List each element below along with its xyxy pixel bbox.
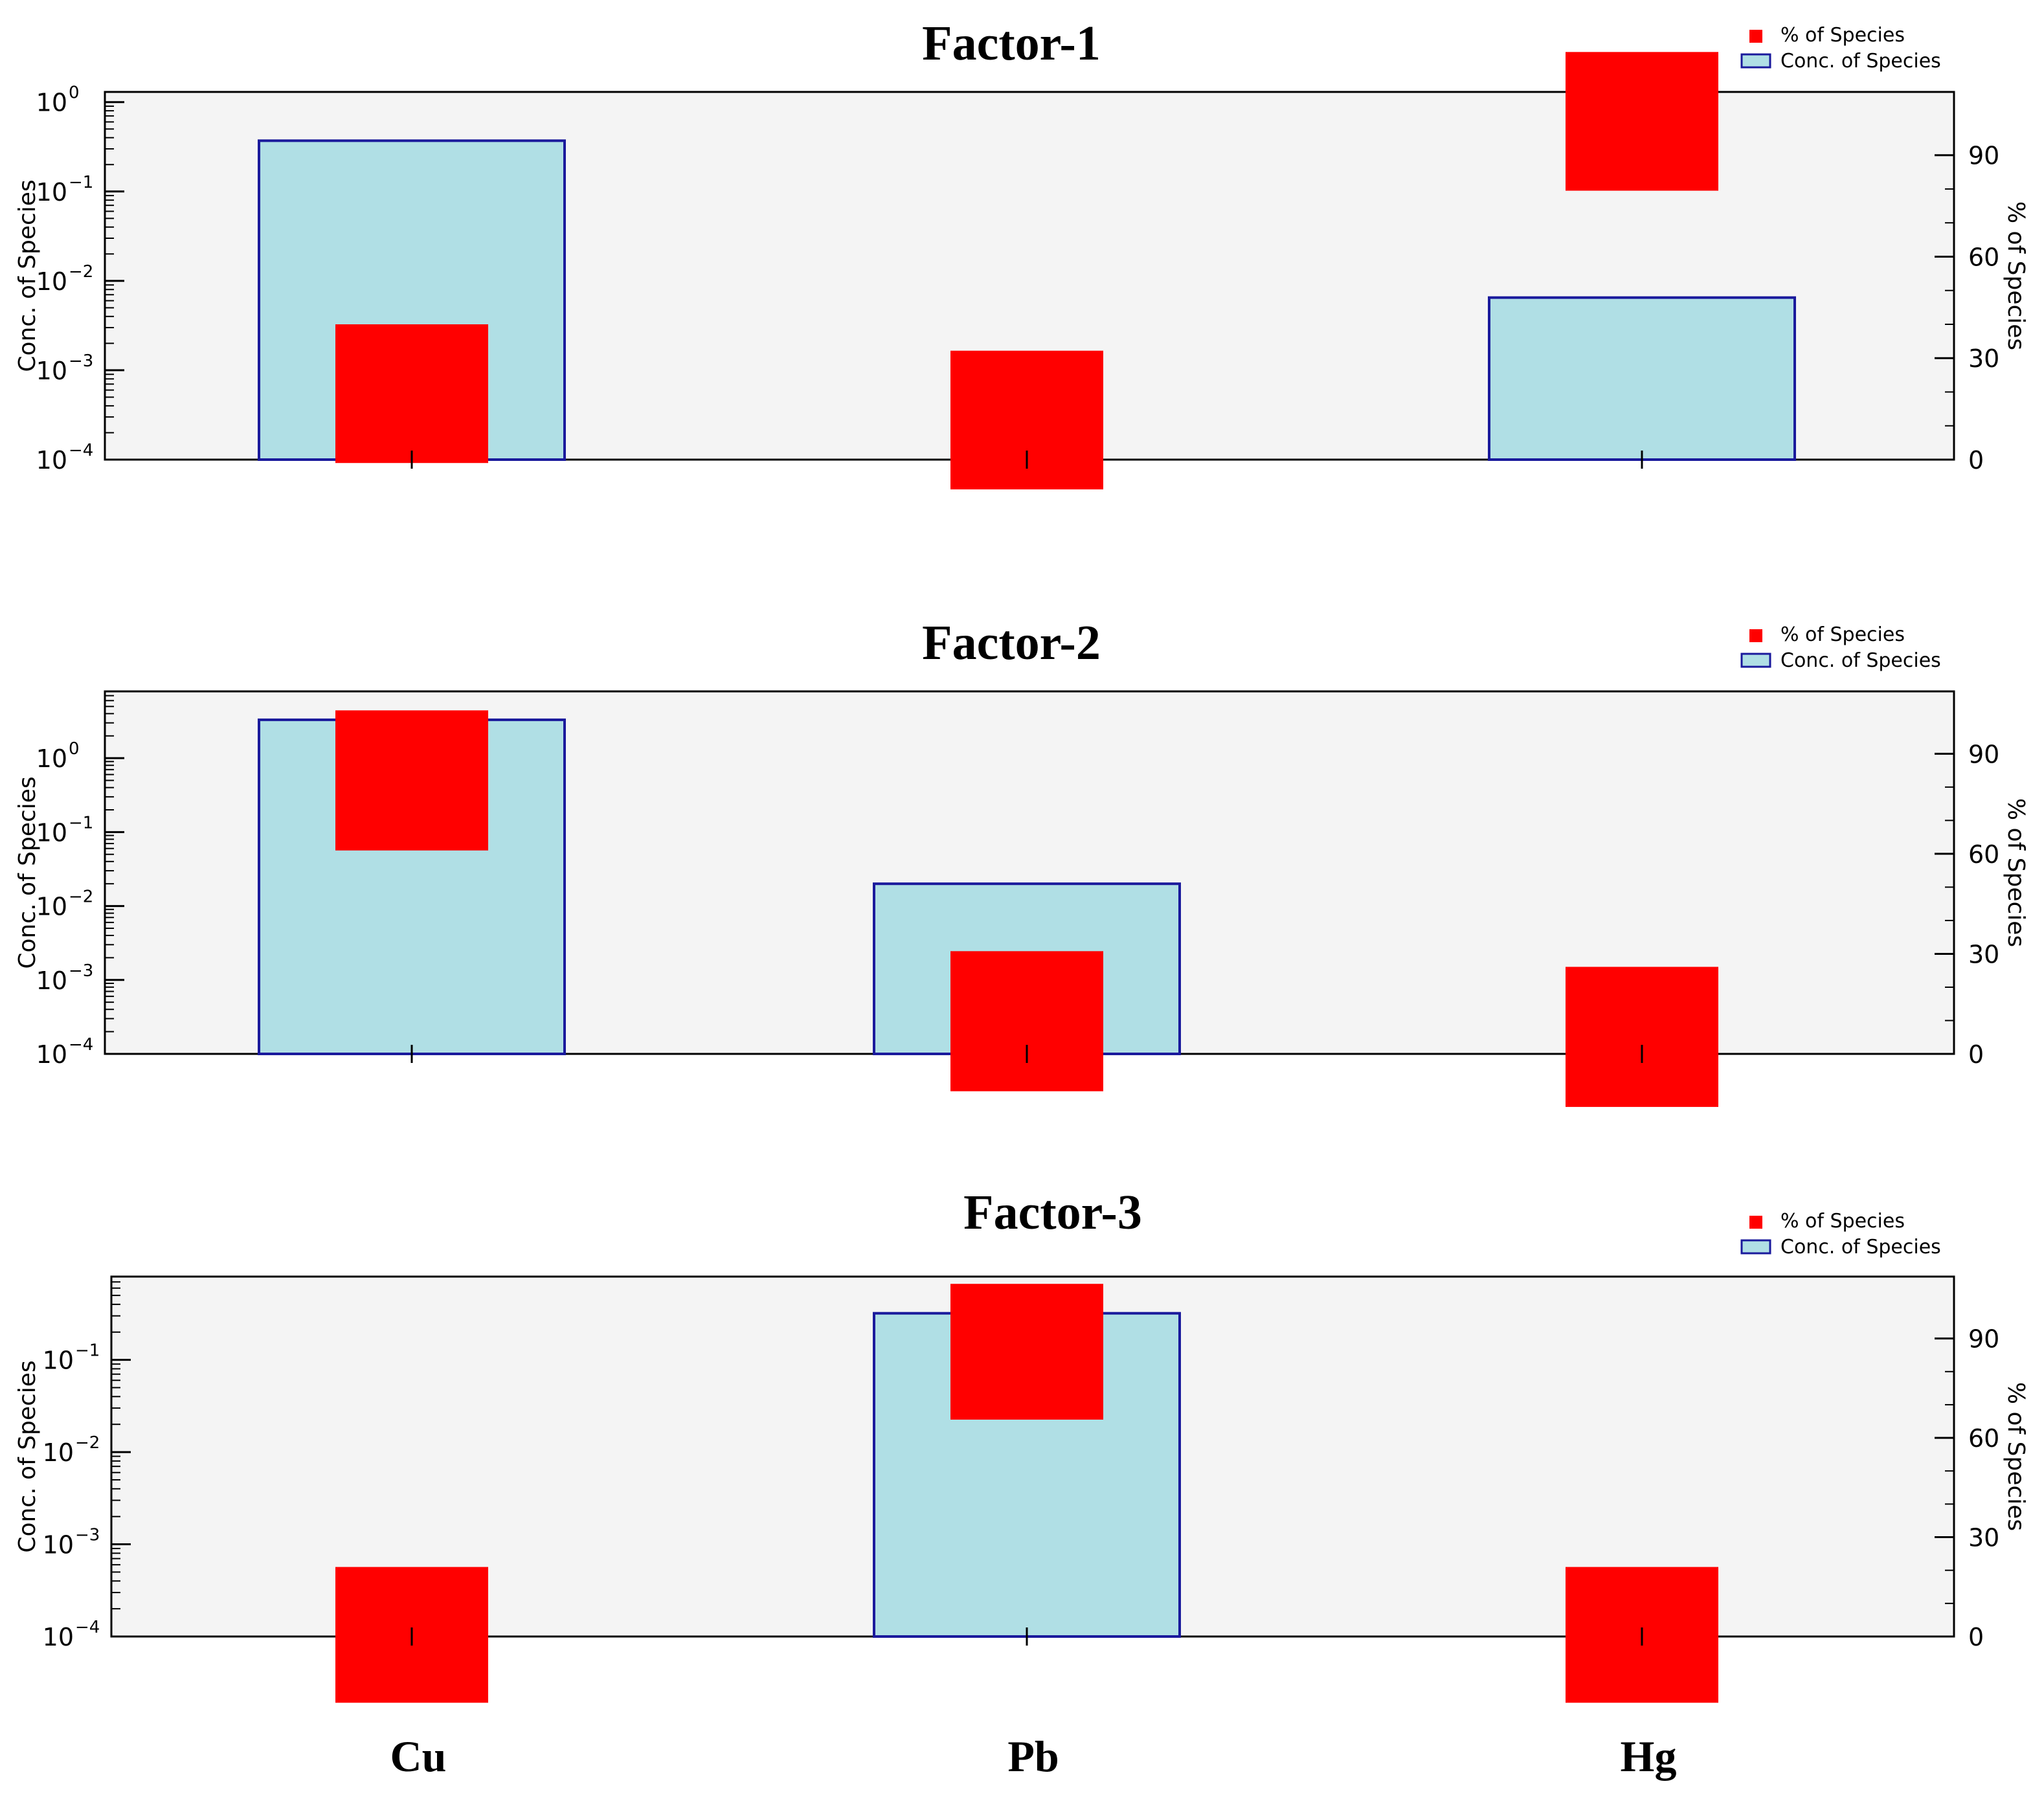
- y2-tick-label: 60: [1968, 840, 1999, 869]
- legend-label-conc: Conc. of Species: [1780, 649, 1941, 672]
- y-tick-label: 10: [43, 1531, 74, 1559]
- y2-tick-label: 30: [1968, 1524, 1999, 1552]
- y-tick-exponent: −2: [69, 262, 93, 282]
- pct-bar-cu: [335, 324, 488, 464]
- y2-tick-label: 30: [1968, 940, 1999, 968]
- y-tick-exponent: −2: [69, 888, 93, 907]
- y-tick-exponent: −1: [75, 1341, 100, 1361]
- pct-bar-pb: [950, 1284, 1103, 1420]
- legend-label-pct: % of Species: [1780, 24, 1905, 47]
- y-tick-label: 10: [36, 1040, 67, 1069]
- y-tick-label: 10: [43, 1623, 74, 1651]
- y-axis-title: Conc. of Species: [14, 179, 41, 372]
- y-axis-title: Conc. of Species: [14, 776, 41, 968]
- chart-title: Factor-3: [963, 1185, 1142, 1240]
- chart-title: Factor-2: [922, 616, 1101, 670]
- y-tick-label: 10: [36, 446, 67, 475]
- y-tick-label: 10: [36, 178, 67, 207]
- pct-bar-hg: [1566, 52, 1718, 191]
- category-label-hg: Hg: [1621, 1732, 1677, 1781]
- legend-swatch-conc: [1740, 53, 1771, 69]
- y-tick-exponent: −3: [75, 1526, 100, 1545]
- legend-label-conc: Conc. of Species: [1780, 50, 1941, 73]
- y2-tick-label: 30: [1968, 344, 1999, 373]
- y2-tick-label: 90: [1968, 1325, 1999, 1354]
- legend-label-pct: % of Species: [1780, 623, 1905, 646]
- y-tick-exponent: −1: [69, 173, 93, 192]
- category-labels: Cu Pb Hg: [390, 1732, 1677, 1781]
- y-tick-exponent: 0: [69, 84, 80, 103]
- legend-swatch-conc: [1740, 1239, 1771, 1255]
- legend-label-pct: % of Species: [1780, 1210, 1905, 1233]
- y-tick-exponent: −2: [75, 1433, 100, 1453]
- y-tick-label: 10: [36, 357, 67, 385]
- legend-swatch-conc: [1740, 653, 1771, 668]
- pct-bar-cu: [335, 710, 488, 851]
- y2-tick-label: 0: [1968, 1623, 1984, 1651]
- legend-swatch-pct: [1749, 1216, 1762, 1229]
- y2-axis-title: % of Species: [2003, 1382, 2029, 1531]
- y-tick-exponent: −1: [69, 813, 93, 832]
- category-label-pb: Pb: [1007, 1732, 1059, 1781]
- y2-tick-label: 0: [1968, 446, 1984, 475]
- chart-title: Factor-1: [922, 16, 1101, 71]
- conc-bar-hg: [1488, 296, 1796, 461]
- y-tick-exponent: −4: [69, 1035, 93, 1055]
- y-tick-label: 10: [36, 818, 67, 847]
- category-label-cu: Cu: [390, 1732, 447, 1781]
- y-tick-label: 10: [36, 89, 67, 117]
- legend-label-conc: Conc. of Species: [1780, 1236, 1941, 1258]
- pct-bar-hg: [1566, 967, 1718, 1107]
- legend-swatch-pct: [1749, 30, 1762, 43]
- y-tick-label: 10: [43, 1438, 74, 1467]
- y-tick-label: 10: [36, 967, 67, 995]
- y-tick-label: 10: [36, 744, 67, 773]
- y-tick-exponent: −3: [69, 961, 93, 981]
- pct-bar-pb: [950, 951, 1103, 1091]
- y2-tick-label: 90: [1968, 740, 1999, 768]
- y2-tick-label: 0: [1968, 1040, 1984, 1069]
- y-tick-label: 10: [36, 893, 67, 921]
- y-tick-exponent: −4: [69, 441, 93, 460]
- y-tick-exponent: 0: [69, 739, 80, 759]
- y-tick-exponent: −4: [75, 1618, 100, 1637]
- y2-axis-title: % of Species: [2003, 798, 2029, 947]
- y2-tick-label: 90: [1968, 142, 1999, 170]
- legend-swatch-pct: [1749, 629, 1762, 642]
- y-tick-label: 10: [36, 267, 67, 296]
- y-axis-title: Conc. of Species: [14, 1360, 41, 1552]
- y-tick-exponent: −3: [69, 352, 93, 371]
- y2-tick-label: 60: [1968, 1424, 1999, 1453]
- y2-axis-title: % of Species: [2003, 201, 2029, 350]
- y-tick-label: 10: [43, 1346, 74, 1375]
- y2-tick-label: 60: [1968, 243, 1999, 271]
